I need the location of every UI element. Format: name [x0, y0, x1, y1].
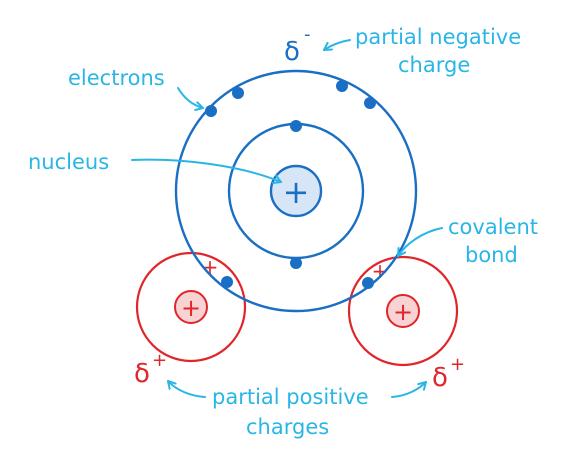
oxygen-outer-shell: [174, 69, 418, 313]
hydrogen-left-bond-plus: +: [202, 255, 219, 279]
partial-positive-arrow-right: [391, 381, 427, 398]
partial-negative-arrow: [323, 39, 351, 51]
delta-positive-left: δ: [134, 359, 150, 389]
nucleus-arrow: [131, 158, 282, 185]
oxygen-nucleus: [269, 164, 323, 218]
oxygen-atom: +: [174, 69, 418, 313]
covalent-bond-arrow: [397, 227, 443, 257]
hydrogen-right-nucleus: [386, 294, 420, 328]
hydrogen-left-nucleus: [174, 290, 208, 324]
hydrogen-left-nucleus-charge: +: [181, 294, 201, 322]
electron-outer-4: [364, 97, 376, 109]
delta-negative: δ: [284, 37, 300, 67]
delta-positive-left-sign: +: [152, 350, 167, 371]
partial-positive-label-line1: partial positive: [212, 385, 369, 409]
electron-shared-left: [221, 276, 233, 288]
electrons-label: electrons: [68, 66, 165, 90]
partial-positive-left: δ +: [134, 350, 167, 389]
partial-positive-arrow-left: [167, 380, 206, 398]
covalent-bond-label-line1: covalent: [448, 215, 538, 239]
delta-negative-sign: -: [304, 24, 311, 45]
oxygen-nucleus-charge: +: [283, 173, 310, 211]
hydrogen-atom-right: + +: [347, 255, 459, 367]
delta-positive-right-sign: +: [450, 354, 465, 375]
delta-positive-right: δ: [432, 363, 448, 393]
electron-shared-right: [362, 277, 374, 289]
hydrogen-right-shell: [347, 255, 459, 367]
hydrogen-atom-left: + +: [135, 251, 247, 363]
partial-negative-symbol: δ -: [284, 24, 311, 67]
electrons-arrow: [177, 87, 204, 112]
electron-outer-1: [205, 105, 217, 117]
nucleus-label: nucleus: [28, 150, 109, 174]
partial-positive-right: δ +: [432, 354, 465, 393]
partial-negative-label-line2: charge: [398, 53, 470, 77]
electron-outer-2: [232, 87, 244, 99]
hydrogen-right-bond-plus: +: [372, 259, 389, 283]
partial-negative-label-line1: partial negative: [355, 25, 521, 49]
partial-positive-label-line2: charges: [246, 415, 329, 439]
electrons: [205, 80, 376, 289]
hydrogen-left-shell: [135, 251, 247, 363]
electron-inner-top: [290, 120, 302, 132]
covalent-bond-label-line2: bond: [465, 243, 518, 267]
electron-outer-3: [336, 80, 348, 92]
electron-inner-bottom: [290, 257, 302, 269]
hydrogen-right-nucleus-charge: +: [393, 298, 413, 326]
